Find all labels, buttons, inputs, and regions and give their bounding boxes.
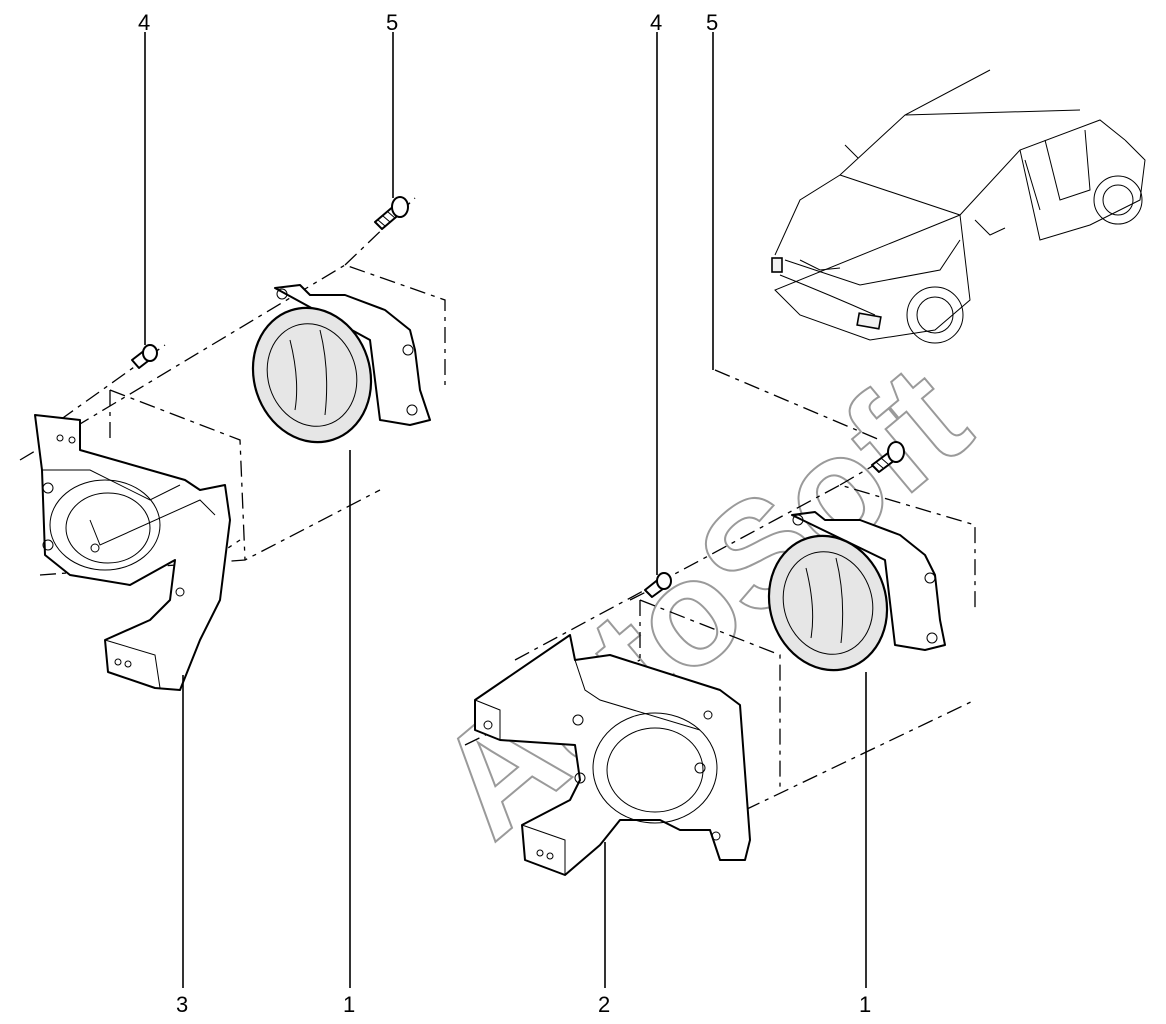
bolt-5-left xyxy=(374,196,409,230)
bracket-3 xyxy=(34,414,231,691)
right-assembly xyxy=(464,369,976,876)
screw-4-left xyxy=(131,344,158,369)
screw-4-right xyxy=(644,572,672,598)
fog-lamp-1-right xyxy=(767,511,946,672)
callout-1-left: 1 xyxy=(343,992,355,1017)
car-illustration xyxy=(771,69,1146,344)
callout-5-right: 5 xyxy=(706,10,718,35)
callout-4-right: 4 xyxy=(650,10,662,35)
callout-3: 3 xyxy=(176,992,188,1017)
leader-lines xyxy=(144,32,867,988)
callout-4-left: 4 xyxy=(138,10,150,35)
callout-1-right: 1 xyxy=(859,992,871,1017)
callout-labels: 4 5 4 5 3 1 2 1 xyxy=(138,10,871,1017)
callout-2: 2 xyxy=(598,992,610,1017)
callout-5-left: 5 xyxy=(386,10,398,35)
fog-lamp-1-left xyxy=(251,284,431,444)
left-assembly xyxy=(19,196,446,691)
bracket-2 xyxy=(474,634,751,876)
bolt-5-right xyxy=(871,441,905,473)
